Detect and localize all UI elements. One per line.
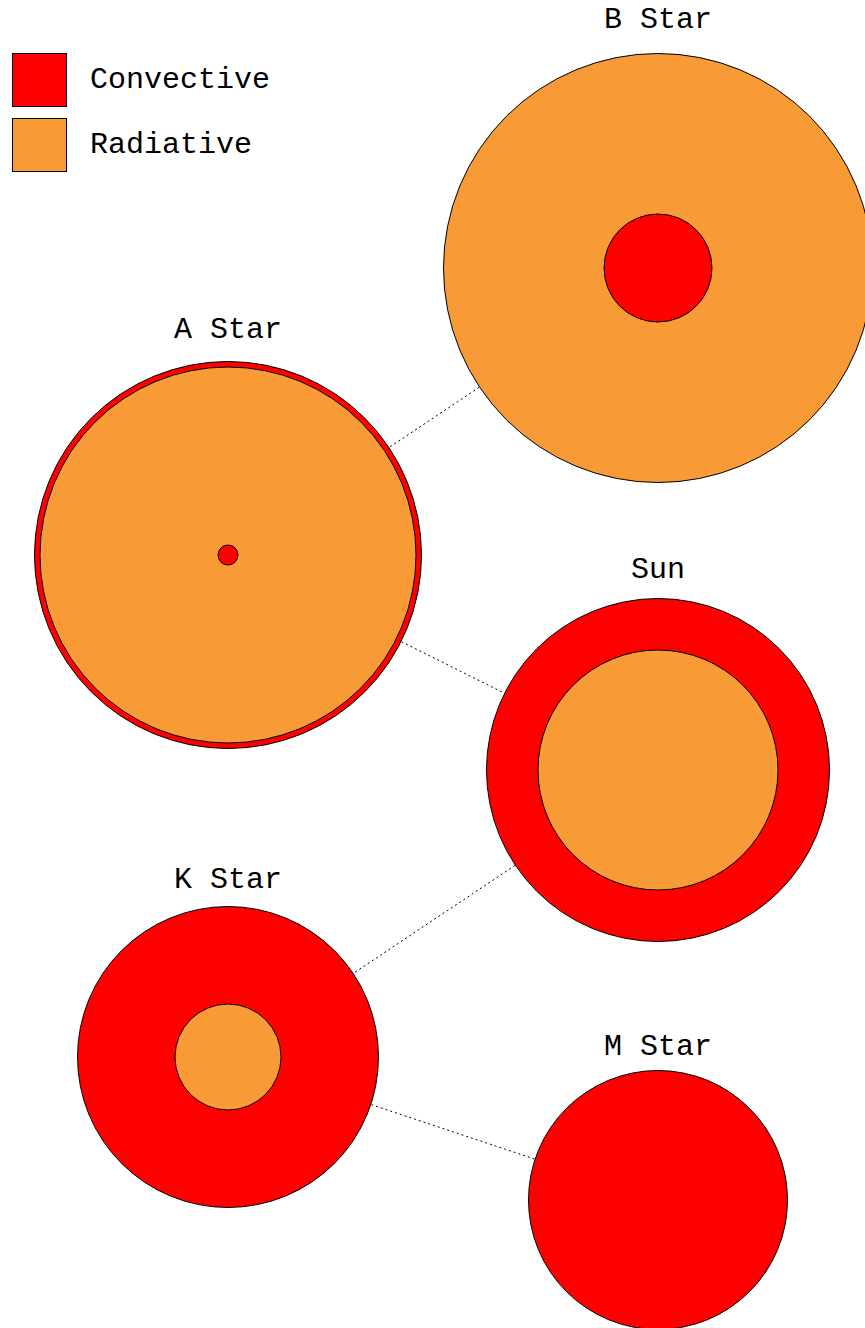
star-label: A Star <box>174 312 282 348</box>
star-label: B Star <box>604 2 712 38</box>
dotted-connector <box>371 1105 534 1159</box>
star-node: A Star <box>34 361 422 749</box>
star-cross-section <box>486 598 830 942</box>
star-label: Sun <box>631 552 685 588</box>
star-node: B Star <box>443 53 865 483</box>
radiative-zone <box>40 367 416 743</box>
star-node: Sun <box>486 598 830 942</box>
convective-zone <box>487 599 830 942</box>
dotted-connector <box>354 865 515 973</box>
radiative-zone <box>444 54 865 483</box>
star-label: M Star <box>604 1029 712 1065</box>
dotted-connector <box>389 387 479 447</box>
star-label: K Star <box>174 862 282 898</box>
convective-zone <box>218 545 238 565</box>
legend-label: Radiative <box>90 127 252 163</box>
convective-zone <box>78 907 379 1208</box>
dotted-connector <box>402 642 505 693</box>
star-cross-section <box>77 906 379 1208</box>
star-node: M Star <box>528 1070 788 1328</box>
radiative-zone <box>175 1004 281 1110</box>
star-cross-section <box>528 1070 788 1328</box>
radiative-zone <box>538 650 778 890</box>
legend-label: Convective <box>90 62 270 98</box>
legend-swatch <box>12 118 67 172</box>
star-cross-section <box>34 361 422 749</box>
legend-swatch <box>12 53 67 107</box>
convective-zone <box>529 1071 788 1328</box>
star-node: K Star <box>77 906 379 1208</box>
star-cross-section <box>443 53 865 483</box>
convective-zone <box>35 362 422 749</box>
convective-zone <box>604 214 712 322</box>
